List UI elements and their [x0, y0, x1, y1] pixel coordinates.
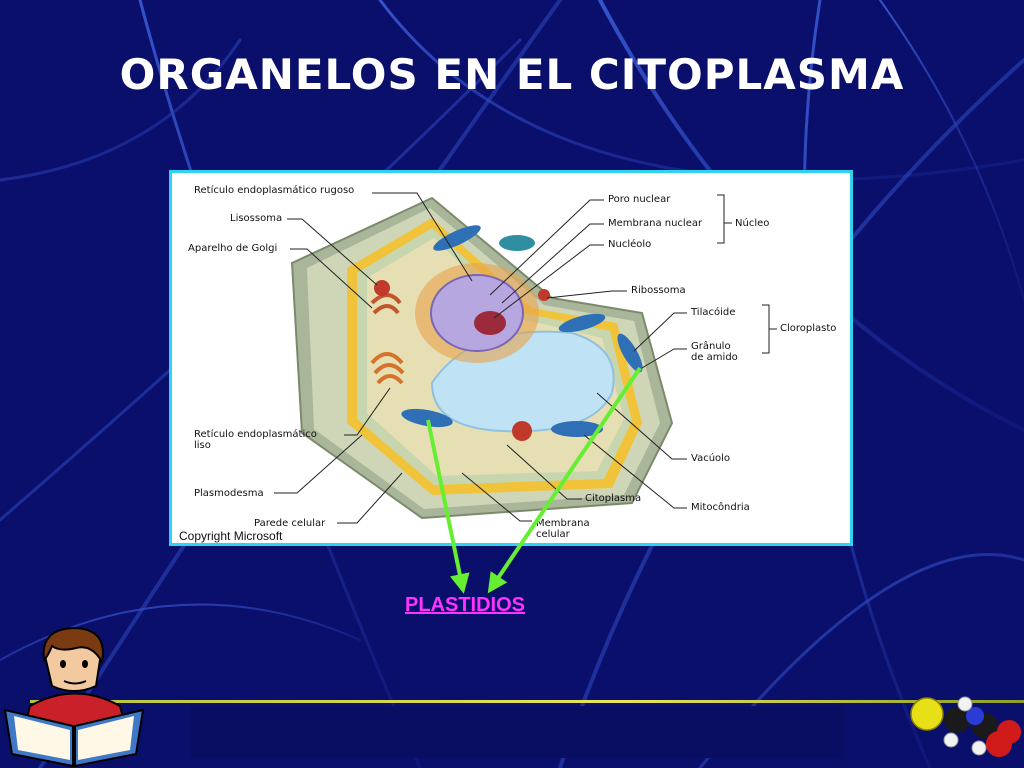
plastidios-link[interactable]: PLASTIDIOS — [405, 594, 526, 616]
label-nucleolo: Nucléolo — [608, 239, 652, 250]
label-poro-nuclear: Poro nuclear — [608, 194, 671, 205]
label-lisossoma: Lisossoma — [230, 213, 283, 224]
label-membrana-nuclear: Membrana nuclear — [608, 218, 703, 229]
label-plasmodesma: Plasmodesma — [194, 488, 264, 499]
divider-line — [30, 700, 1024, 703]
label-membrana-celular: Membrana celular — [536, 518, 590, 540]
page-title: ORGANELOS EN EL CITOPLASMA — [119, 50, 905, 99]
label-nucleo: Núcleo — [735, 218, 770, 229]
label-cloroplasto: Cloroplasto — [780, 323, 837, 334]
copyright-text: Copyright Microsoft — [179, 529, 283, 543]
label-vacuolo: Vacúolo — [691, 453, 731, 464]
label-reticulo-rugoso: Retículo endoplasmático rugoso — [194, 185, 355, 196]
reader-boy-illustration — [3, 626, 145, 768]
bottom-bar — [190, 706, 844, 758]
label-ribossoma: Ribossoma — [631, 285, 686, 296]
label-citoplasma: Citoplasma — [585, 493, 642, 504]
label-tilacoide: Tilacóide — [691, 307, 736, 318]
cell-diagram-frame: Retículo endoplasmático rugoso Lisossoma… — [169, 170, 853, 546]
label-mitocondria: Mitocôndria — [691, 502, 750, 513]
label-reticulo-liso: Retículo endoplasmático liso — [194, 429, 317, 451]
label-parede: Parede celular — [254, 518, 326, 529]
label-granulo: Grânulo de amido — [691, 341, 738, 363]
molecule-model-illustration — [910, 696, 1021, 757]
label-golgi: Aparelho de Golgi — [188, 243, 278, 254]
